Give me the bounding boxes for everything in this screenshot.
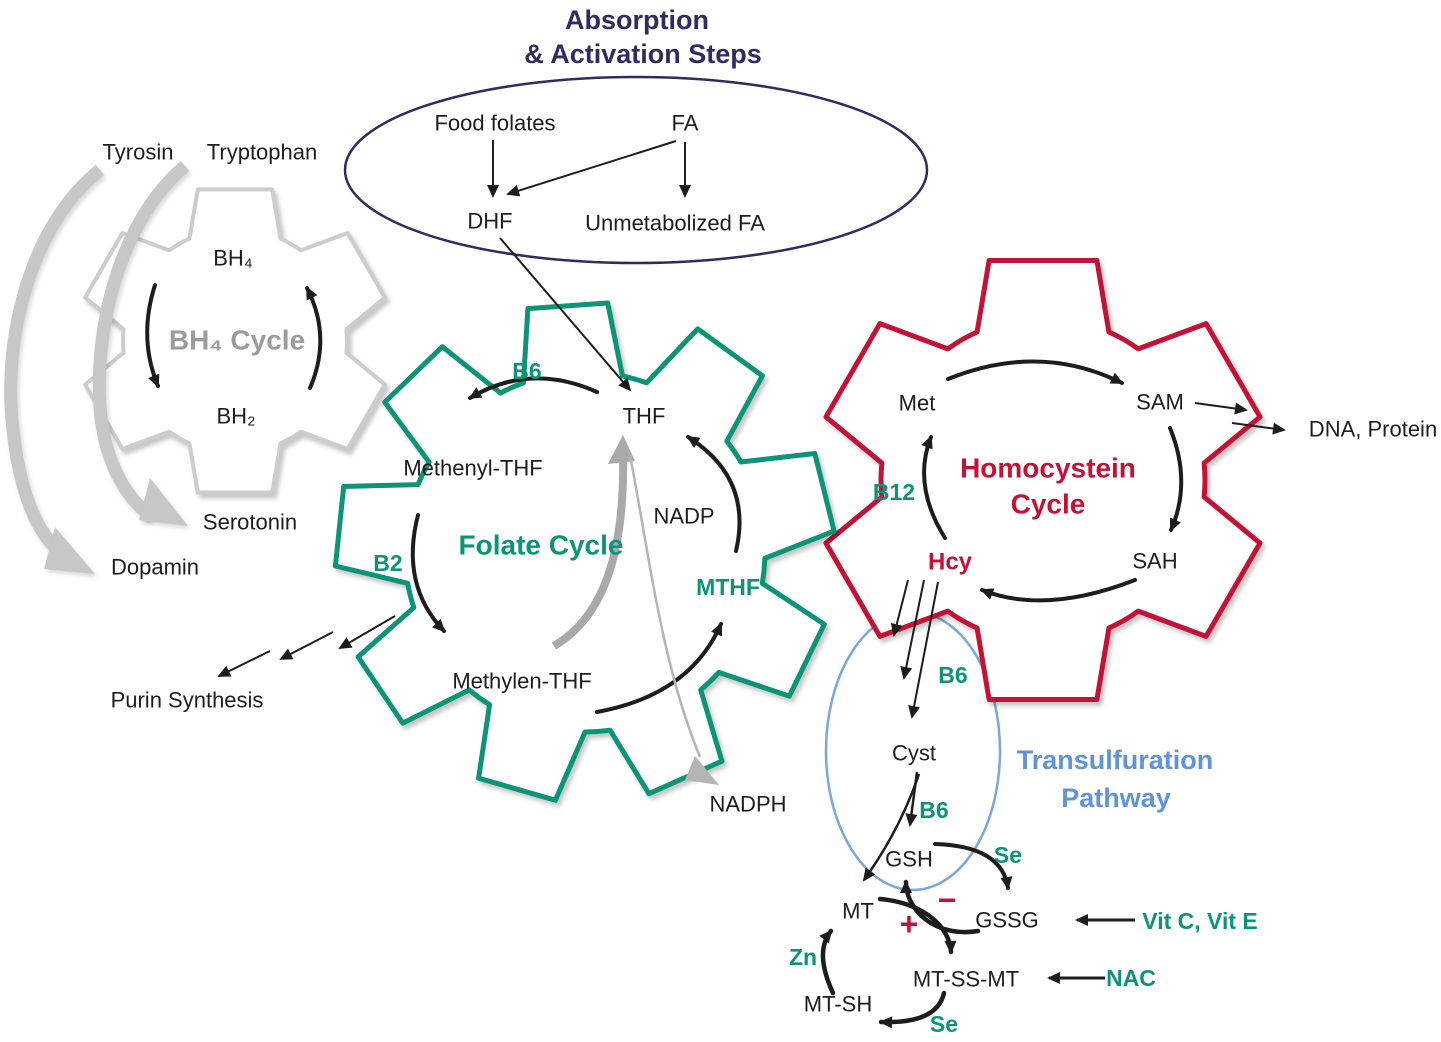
nadp-swoosh-to-thf <box>551 454 628 650</box>
label-unmetabolized-fa: Unmetabolized FA <box>585 210 765 236</box>
mtssmt-to-mtsh-se-arc <box>878 990 947 1029</box>
label-methenyl-thf: Methenyl-THF <box>403 455 543 481</box>
label-purin-synthesis: Purin Synthesis <box>110 687 264 713</box>
gssg-to-gsh-arc <box>900 879 981 935</box>
label-serotonin: Serotonin <box>202 509 298 535</box>
purin-arrow-2 <box>279 631 334 660</box>
label-bh2: BH₂ <box>216 403 256 429</box>
bh4-to-bh2-arc <box>145 283 160 388</box>
label-minus-sign: − <box>937 882 957 919</box>
label-nadp: NADP <box>653 503 715 529</box>
thf-to-methenyl-arc <box>468 376 599 400</box>
sah-to-hcy-arc <box>980 578 1137 603</box>
gsh-to-gssg-se-arc <box>933 842 1013 890</box>
tryptophan-serotonin-arrowhead <box>139 478 188 526</box>
bh4-cycle-gear <box>83 187 387 495</box>
bh2-to-bh4-arc <box>305 286 323 390</box>
homocystein-cycle-gear <box>823 258 1263 702</box>
fa-to-dhf-arrow <box>506 140 677 197</box>
bh4-cycle-title: BH₄ Cycle <box>168 324 306 356</box>
sam-to-dna-arrow-1 <box>1194 402 1248 415</box>
hcy-to-cyst-arrow-3 <box>908 581 939 719</box>
nadph-swoosh-arrowhead <box>685 756 719 785</box>
label-b6-trans-upper: B6 <box>938 661 968 688</box>
nadph-swoosh <box>628 454 702 758</box>
folate-cycle-title: Folate Cycle <box>458 529 624 561</box>
label-cyst: Cyst <box>892 740 936 766</box>
absorption-ellipse <box>343 75 929 265</box>
label-mthf: MTHF <box>696 573 760 600</box>
sam-to-sah-arc <box>1168 426 1184 532</box>
label-sah: SAH <box>1132 548 1178 574</box>
sam-to-dna-arrow-2 <box>1231 422 1286 435</box>
cyst-to-mt-arrow <box>862 773 921 882</box>
label-methylen-thf: Methylen-THF <box>452 668 592 694</box>
hcy-to-cyst-arrow-2 <box>900 579 925 680</box>
mthf-to-thf-arc <box>686 435 742 553</box>
label-dopamin: Dopamin <box>110 554 200 580</box>
nadp-swoosh-arrowhead <box>608 435 635 464</box>
tryptophan-serotonin-arrow <box>92 161 190 523</box>
label-dna-protein: DNA, Protein <box>1308 416 1438 442</box>
folate-cycle-gear <box>332 300 837 803</box>
label-mt-ss-mt: MT-SS-MT <box>912 966 1020 992</box>
label-dhf: DHF <box>467 208 513 234</box>
label-sam: SAM <box>1136 389 1184 415</box>
mt-to-mtssmt-arc <box>877 896 957 955</box>
label-b12: B12 <box>872 478 916 505</box>
label-mt: MT <box>842 898 874 924</box>
met-to-sam-arc <box>946 359 1124 385</box>
label-nadph: NADPH <box>709 791 787 817</box>
label-food-folates: Food folates <box>434 110 556 136</box>
homocystein-cycle-title-line2: Cycle <box>1010 488 1086 520</box>
label-tryptophan: Tryptophan <box>206 139 318 165</box>
label-vitc-vite: Vit C, Vit E <box>1142 907 1258 934</box>
purin-arrow-3 <box>217 650 271 677</box>
label-fa: FA <box>671 110 699 136</box>
tyrosin-dopamin-arrow <box>4 164 105 559</box>
label-hcy: Hcy <box>927 548 973 576</box>
label-b6-folate: B6 <box>512 357 542 384</box>
label-gsh: GSH <box>885 846 933 872</box>
hcy-to-met-arc <box>921 435 947 540</box>
label-b2: B2 <box>373 549 403 576</box>
label-zn: Zn <box>788 943 818 970</box>
hcy-to-cyst-arrow-1 <box>890 579 909 637</box>
transsulfuration-title-line1: Transulfuration <box>1016 744 1214 775</box>
label-mt-sh: MT-SH <box>803 991 873 1017</box>
tyrosin-dopamin-arrowhead <box>44 527 95 574</box>
dhf-to-thf-arrow <box>499 237 632 392</box>
homocystein-cycle-title-line1: Homocystein <box>960 452 1136 484</box>
label-se-lower: Se <box>929 1010 959 1037</box>
label-tyrosin: Tyrosin <box>102 139 174 165</box>
mtsh-to-mt-zn-arc <box>819 928 836 996</box>
label-b6-trans-lower: B6 <box>919 796 949 823</box>
page-title-line2: & Activation Steps <box>524 38 762 69</box>
label-gssg: GSSG <box>975 907 1039 933</box>
label-thf: THF <box>622 403 666 429</box>
label-se-upper: Se <box>993 841 1023 868</box>
label-plus-sign: + <box>899 906 919 943</box>
purin-arrow-1 <box>338 615 396 650</box>
transsulfuration-title-line2: Pathway <box>1061 782 1171 813</box>
page-title-line1: Absorption <box>565 4 709 35</box>
label-bh4: BH₄ <box>213 245 253 271</box>
label-met: Met <box>898 390 936 416</box>
label-nac: NAC <box>1106 964 1156 991</box>
methenyl-to-methylen-arc <box>410 513 446 633</box>
